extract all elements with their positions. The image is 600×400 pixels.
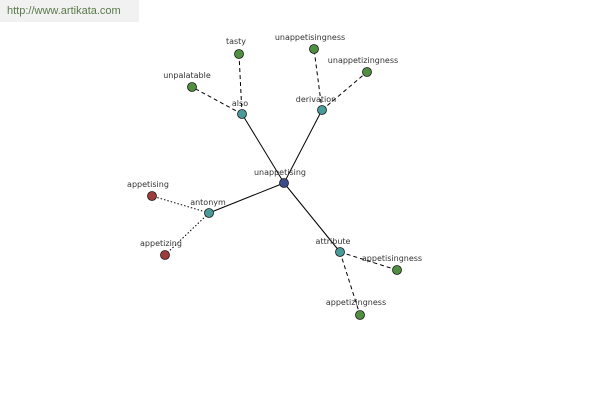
node-label-also: also <box>232 99 248 108</box>
node-circle-unappetisingness[interactable] <box>309 44 319 54</box>
node-circle-appetizing[interactable] <box>160 250 170 260</box>
watermark-url: http://www.artikata.com <box>0 0 139 22</box>
node-circle-tasty[interactable] <box>234 49 244 59</box>
node-circle-also[interactable] <box>237 109 247 119</box>
edge-also-tasty <box>238 53 243 115</box>
edge-unappetising-derivation <box>283 109 323 184</box>
node-circle-unpalatable[interactable] <box>187 82 197 92</box>
node-label-antonym: antonym <box>190 198 226 207</box>
graph-nodes: unappetising also derivation antonym attribu… <box>127 33 422 320</box>
edge-antonym-appetising <box>151 195 210 214</box>
node-antonym[interactable]: antonym <box>190 198 226 218</box>
node-appetisingness[interactable]: appetisingness <box>362 254 422 275</box>
node-circle-antonym[interactable] <box>204 208 214 218</box>
edge-antonym-appetizing <box>164 212 210 256</box>
node-label-unappetising: unappetising <box>254 168 306 177</box>
node-appetizing[interactable]: appetizing <box>140 239 182 260</box>
node-circle-unappetizingness[interactable] <box>362 67 372 77</box>
edge-derivation-unappetisingness <box>313 48 323 111</box>
node-unappetisingness[interactable]: unappetisingness <box>275 33 345 54</box>
node-label-tasty: tasty <box>226 37 246 46</box>
edge-unappetising-antonym <box>208 182 285 214</box>
node-label-unappetisingness: unappetisingness <box>275 33 345 42</box>
node-circle-appetizingness[interactable] <box>355 310 365 320</box>
node-label-appetizing: appetizing <box>140 239 182 248</box>
node-unappetising[interactable]: unappetising <box>254 168 306 188</box>
node-circle-appetisingness[interactable] <box>392 265 402 275</box>
node-label-unappetizingness: unappetizingness <box>328 56 398 65</box>
node-label-derivation: derivation <box>296 95 336 104</box>
node-appetizingness[interactable]: appetizingness <box>326 298 386 320</box>
graph-edges <box>151 48 398 316</box>
edge-unappetising-attribute <box>283 182 341 253</box>
node-circle-unappetising[interactable] <box>279 178 289 188</box>
node-also[interactable]: also <box>232 99 248 119</box>
node-circle-attribute[interactable] <box>335 247 345 257</box>
node-label-attribute: attribute <box>316 237 351 246</box>
node-derivation[interactable]: derivation <box>296 95 336 115</box>
node-attribute[interactable]: attribute <box>316 237 351 257</box>
node-unpalatable[interactable]: unpalatable <box>163 71 211 92</box>
node-label-appetisingness: appetisingness <box>362 254 422 263</box>
edge-derivation-unappetizingness <box>321 71 368 111</box>
node-label-unpalatable: unpalatable <box>163 71 211 80</box>
node-circle-appetising[interactable] <box>147 191 157 201</box>
node-appetising[interactable]: appetising <box>127 180 169 201</box>
edge-unappetising-also <box>241 113 285 184</box>
node-label-appetizingness: appetizingness <box>326 298 386 307</box>
edge-attribute-appetisingness <box>339 251 398 271</box>
node-label-appetising: appetising <box>127 180 169 189</box>
edge-also-unpalatable <box>191 86 243 115</box>
node-unappetizingness[interactable]: unappetizingness <box>328 56 398 77</box>
node-circle-derivation[interactable] <box>317 105 327 115</box>
node-tasty[interactable]: tasty <box>226 37 246 59</box>
